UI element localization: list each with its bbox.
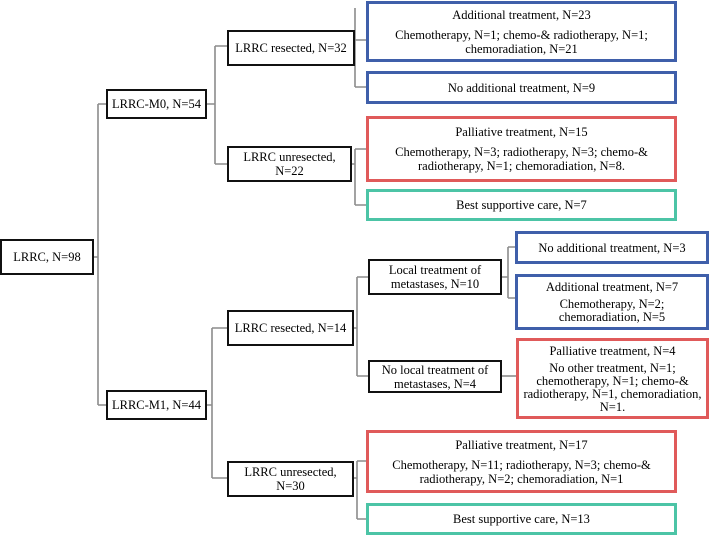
root-node: LRRC, N=98 [0, 239, 94, 275]
m1-additional-title: Additional treatment, N=7 [545, 280, 679, 294]
m0-resected-label: LRRC resected, N=32 [235, 41, 347, 55]
m1-resected-node: LRRC resected, N=14 [227, 310, 354, 346]
m0-node: LRRC-M0, N=54 [106, 89, 207, 119]
connector-m0-resected [354, 8, 366, 88]
m1-unresected-label: LRRC unresected, N=30 [244, 465, 337, 493]
m1-palliative-title: Palliative treatment, N=17 [455, 437, 588, 452]
connector-m0 [207, 45, 227, 165]
local-treatment-node: Local treatment of metastases, N=10 [368, 259, 502, 295]
m0-palliative-title: Palliative treatment, N=15 [455, 125, 588, 139]
root-label: LRRC, N=98 [13, 250, 81, 264]
m1-supportive-care-box: Best supportive care, N=13 [366, 503, 677, 535]
connector-m1-resected [354, 276, 368, 377]
m0-no-additional-box: No additional treatment, N=9 [366, 71, 677, 104]
connector-m1 [207, 327, 227, 479]
no-local-treatment-node: No local treatment of metastases, N=4 [368, 360, 502, 393]
m0-unresected-node: LRRC unresected, N=22 [227, 146, 352, 182]
m0-resected-node: LRRC resected, N=32 [227, 30, 355, 66]
connector-m1-unresected [354, 460, 366, 520]
m1-resected-palliative-title: Palliative treatment, N=4 [549, 343, 676, 358]
m0-supportive-label: Best supportive care, N=7 [456, 198, 587, 212]
m0-additional-title: Additional treatment, N=23 [452, 7, 591, 22]
m0-palliative-box: Palliative treatment, N=15 Chemotherapy,… [366, 116, 677, 182]
m0-additional-detail: Chemotherapy, N=1; chemo-& radiotherapy,… [395, 27, 648, 56]
m1-unresected-node: LRRC unresected, N=30 [227, 461, 354, 497]
no-local-treatment-label: No local treatment of metastases, N=4 [381, 362, 489, 391]
m0-palliative-detail: Chemotherapy, N=3; radiotherapy, N=3; ch… [395, 145, 648, 173]
m0-unresected-label: LRRC unresected, N=22 [243, 150, 336, 178]
local-treatment-label: Local treatment of metastases, N=10 [388, 263, 482, 291]
m1-palliative-detail: Chemotherapy, N=11; radiotherapy, N=3; c… [392, 457, 651, 486]
connector-m0-unresected [352, 148, 366, 206]
m0-supportive-care-box: Best supportive care, N=7 [366, 189, 677, 221]
m1-resected-palliative-detail: No other treatment, N=1; chemotherapy, N… [523, 360, 702, 414]
m1-no-additional-box: No additional treatment, N=3 [515, 231, 709, 264]
m1-no-additional-label: No additional treatment, N=3 [538, 240, 686, 255]
m1-additional-detail: Chemotherapy, N=2; chemoradiation, N=5 [558, 297, 666, 324]
m1-supportive-label: Best supportive care, N=13 [453, 512, 590, 526]
m1-resected-palliative-box: Palliative treatment, N=4 No other treat… [516, 338, 709, 419]
m1-node: LRRC-M1, N=44 [106, 390, 207, 420]
m1-additional-treatment-box: Additional treatment, N=7 Chemotherapy, … [515, 274, 709, 330]
connector-local [502, 246, 515, 299]
m1-label: LRRC-M1, N=44 [111, 398, 201, 412]
m1-resected-label: LRRC resected, N=14 [234, 321, 347, 335]
m0-additional-treatment-box: Additional treatment, N=23 Chemotherapy,… [366, 1, 677, 62]
m0-no-additional-label: No additional treatment, N=9 [447, 80, 596, 95]
connector-root [94, 103, 106, 406]
m0-label: LRRC-M0, N=54 [111, 97, 201, 111]
m1-palliative-box: Palliative treatment, N=17 Chemotherapy,… [366, 430, 677, 493]
